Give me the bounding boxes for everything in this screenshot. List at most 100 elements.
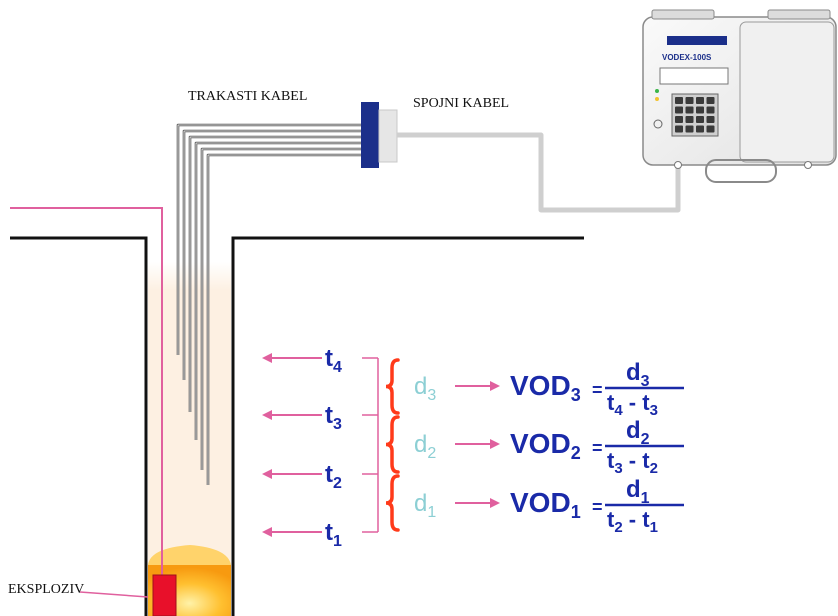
keypad-key <box>675 116 683 123</box>
time-marker-t3: t3 <box>262 402 342 433</box>
fraction-numerator: d3 <box>626 359 650 390</box>
denominator-term-a: t <box>607 390 615 415</box>
keypad-key <box>685 106 694 114</box>
device-led-green <box>655 89 659 93</box>
fraction-numerator: d2 <box>626 417 650 448</box>
distance-brace <box>385 415 400 474</box>
time-marker-t2: t2 <box>262 461 342 492</box>
keypad-key <box>706 97 715 104</box>
fraction-denominator: t4 - t3 <box>607 390 658 419</box>
distance-label: d1 <box>414 490 436 521</box>
formula-arrow-head <box>490 381 500 391</box>
keypad-key <box>706 106 715 114</box>
vod-recorder-device: VODEX-100S <box>642 9 837 183</box>
denominator-term-a: t <box>607 448 615 473</box>
distance-label: d3 <box>414 373 436 404</box>
ribbon-cable <box>176 123 365 485</box>
explosive-label: EKSPLOZIV <box>8 582 84 597</box>
glyph-subscript: 2 <box>641 431 650 448</box>
trigger-wire <box>10 207 163 585</box>
fraction-denominator: t2 - t1 <box>607 507 658 536</box>
keypad-key <box>675 125 683 133</box>
denominator-term-a: t <box>607 507 615 532</box>
denominator-term-b: t <box>642 507 650 532</box>
time-arrow-head <box>262 527 272 537</box>
denominator-term-a-sub: 4 <box>614 402 623 419</box>
keypad-key <box>675 106 683 114</box>
interval-brackets <box>362 357 379 533</box>
glyph-base: t <box>325 519 333 546</box>
connector <box>361 102 398 168</box>
glyph-subscript: 3 <box>333 416 342 433</box>
glyph-subscript: 3 <box>571 385 581 405</box>
glyph-base: d <box>414 373 427 400</box>
vod-label: VOD2 <box>510 428 581 463</box>
denominator-term-b-sub: 1 <box>650 519 658 536</box>
glyph-subscript: 4 <box>333 359 342 376</box>
device-keypad-keys <box>675 97 715 133</box>
glyph-base: d <box>414 490 427 517</box>
equals-sign: = <box>592 380 603 400</box>
time-marker-t1: t1 <box>262 519 342 550</box>
denominator-term-b-sub: 3 <box>650 402 658 419</box>
device-model: VODEX-100S <box>662 53 712 62</box>
explosive-pointer <box>79 591 149 598</box>
distance-label: d2 <box>414 431 436 462</box>
connector-cable-label: SPOJNI KABEL <box>413 96 509 111</box>
glyph-base: d <box>414 431 427 458</box>
formula-arrow-head <box>490 439 500 449</box>
device-brand-plate <box>667 36 727 45</box>
glyph-base: t <box>325 402 333 429</box>
distance-braces <box>385 358 400 532</box>
keypad-key <box>696 116 704 123</box>
denominator-term-a-sub: 2 <box>614 519 622 536</box>
device-lid <box>739 21 835 163</box>
device-latch-left <box>651 9 715 20</box>
glyph-base: VOD <box>510 487 571 518</box>
detonator <box>152 574 177 616</box>
formula-arrow-head <box>490 498 500 508</box>
denominator-term-a-sub: 3 <box>614 460 622 477</box>
time-label: t4 <box>325 345 342 376</box>
vod-label: VOD1 <box>510 487 581 522</box>
keypad-key <box>685 125 694 133</box>
glyph-subscript: 1 <box>641 490 650 507</box>
distance-brace <box>385 358 400 415</box>
glyph-subscript: 2 <box>333 475 342 492</box>
keypad-key <box>696 125 704 133</box>
equals-sign: = <box>592 438 603 458</box>
keypad-key <box>706 125 715 133</box>
device-port-left <box>674 161 682 169</box>
ribbon-cable-label: TRAKASTI KABEL <box>188 89 307 104</box>
device-led-yellow <box>655 97 659 101</box>
device-power-button <box>653 119 663 129</box>
denominator-minus: - <box>623 448 643 473</box>
glyph-base: VOD <box>510 370 571 401</box>
glyph-subscript: 1 <box>427 504 436 521</box>
keypad-key <box>685 97 694 104</box>
distance-brace <box>385 474 400 532</box>
glyph-subscript: 2 <box>427 445 436 462</box>
glyph-base: t <box>325 461 333 488</box>
glyph-base: d <box>626 476 641 503</box>
time-arrow-head <box>262 353 272 363</box>
glyph-base: t <box>325 345 333 372</box>
glyph-base: VOD <box>510 428 571 459</box>
denominator-minus: - <box>623 507 643 532</box>
time-label: t1 <box>325 519 342 550</box>
fraction-denominator: t3 - t2 <box>607 448 658 477</box>
fraction-numerator: d1 <box>626 476 650 507</box>
vod-label: VOD3 <box>510 370 581 405</box>
denominator-minus: - <box>623 390 643 415</box>
glyph-subscript: 1 <box>333 533 342 550</box>
ground-right <box>231 236 584 616</box>
glyph-subscript: 1 <box>571 502 581 522</box>
glyph-base: d <box>626 359 641 386</box>
time-arrow-head <box>262 410 272 420</box>
device-screen <box>659 67 729 85</box>
keypad-key <box>696 106 704 114</box>
